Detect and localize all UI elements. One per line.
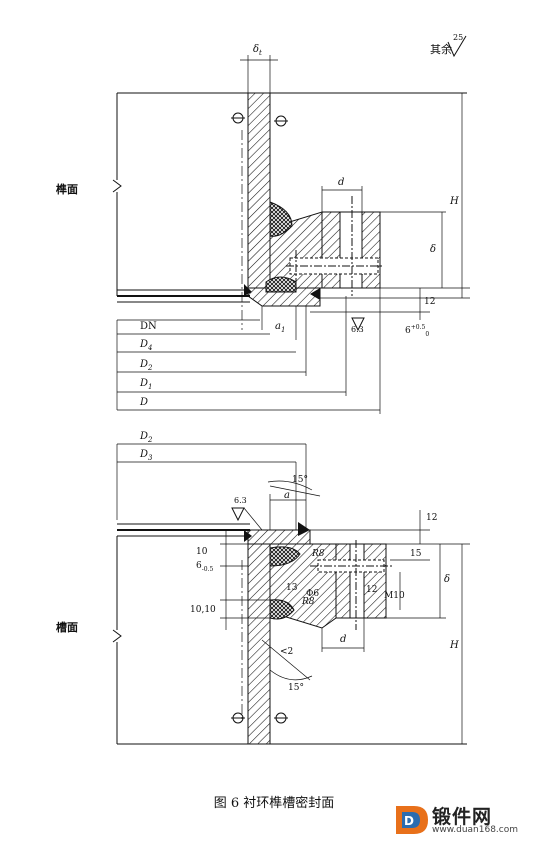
roughness-symbol bbox=[351, 317, 365, 332]
dim-12-thread: 12 bbox=[366, 585, 378, 595]
gasket-top bbox=[269, 201, 293, 237]
roughness-63-bottom: 6.3 bbox=[234, 496, 247, 505]
gasket-top bbox=[269, 546, 301, 567]
svg-text:D: D bbox=[404, 814, 414, 828]
section-label-tongue: 榫面 bbox=[56, 183, 78, 196]
angle-15-top: 15° bbox=[292, 475, 308, 485]
dim-6-top: 6+0.50 bbox=[405, 324, 430, 338]
radius-R8-bottom: R8 bbox=[302, 597, 315, 607]
figure-caption: 图 6 衬环榫槽密封面 bbox=[213, 796, 335, 811]
watermark-logo-icon: D bbox=[396, 806, 428, 834]
remark-label: 其余 bbox=[430, 43, 452, 56]
dim-d-top: d bbox=[338, 177, 345, 188]
break-mark bbox=[112, 629, 122, 643]
dim-M10: M10 bbox=[384, 591, 405, 601]
dim-12-bottom: 12 bbox=[426, 513, 438, 523]
dim-10-left: 10 bbox=[196, 547, 208, 557]
dim-D: D bbox=[140, 397, 149, 408]
dim-D2-bottom: D2 bbox=[140, 431, 153, 444]
dim-d-bottom: d bbox=[340, 634, 347, 645]
bottom-view bbox=[112, 443, 470, 745]
gasket-bottom bbox=[265, 276, 297, 293]
dim-delta-bottom: δ bbox=[444, 574, 451, 585]
watermark-name: 锻件网 bbox=[432, 806, 493, 828]
liner-wall bbox=[247, 92, 271, 289]
dim-15: 15 bbox=[410, 549, 422, 559]
remark-roughness: 25 bbox=[453, 33, 464, 42]
dim-a1: a1 bbox=[275, 321, 286, 334]
gasket-bottom bbox=[269, 599, 295, 620]
dim-10-10: 10,10 bbox=[190, 605, 216, 615]
dim-12-top: 12 bbox=[424, 297, 436, 307]
section-label-groove: 槽面 bbox=[56, 621, 78, 634]
dim-6-bottom: 6-0.5 bbox=[196, 561, 214, 573]
roughness-symbol bbox=[231, 507, 245, 522]
dim-13: 13 bbox=[286, 583, 298, 593]
dim-D4: D4 bbox=[140, 339, 153, 352]
break-mark bbox=[112, 179, 122, 193]
roughness-63-top: 6.3 bbox=[351, 325, 364, 334]
dim-phi6: Φ6 bbox=[306, 589, 320, 599]
dim-D2-top: D2 bbox=[140, 359, 153, 372]
angle-15-bottom: 15° bbox=[288, 683, 304, 693]
dim-lt2: <2 bbox=[280, 647, 294, 657]
dim-H-top: H bbox=[450, 196, 459, 207]
dim-D1: D1 bbox=[140, 378, 153, 391]
dim-delta-top: δ bbox=[430, 244, 437, 255]
watermark-url: www.duan168.com bbox=[432, 825, 519, 835]
dim-a-bottom: a bbox=[284, 490, 290, 501]
top-view bbox=[112, 35, 470, 414]
radius-R8-top: R8 bbox=[312, 549, 325, 559]
dim-H-bottom: H bbox=[450, 640, 459, 651]
dim-DN: DN bbox=[140, 321, 157, 332]
dim-delta-t: δt bbox=[253, 44, 262, 57]
dim-D3: D3 bbox=[140, 449, 153, 462]
watermark-logo: D 锻件网 www.duan168.com bbox=[392, 800, 542, 840]
roughness-symbol bbox=[447, 35, 467, 58]
